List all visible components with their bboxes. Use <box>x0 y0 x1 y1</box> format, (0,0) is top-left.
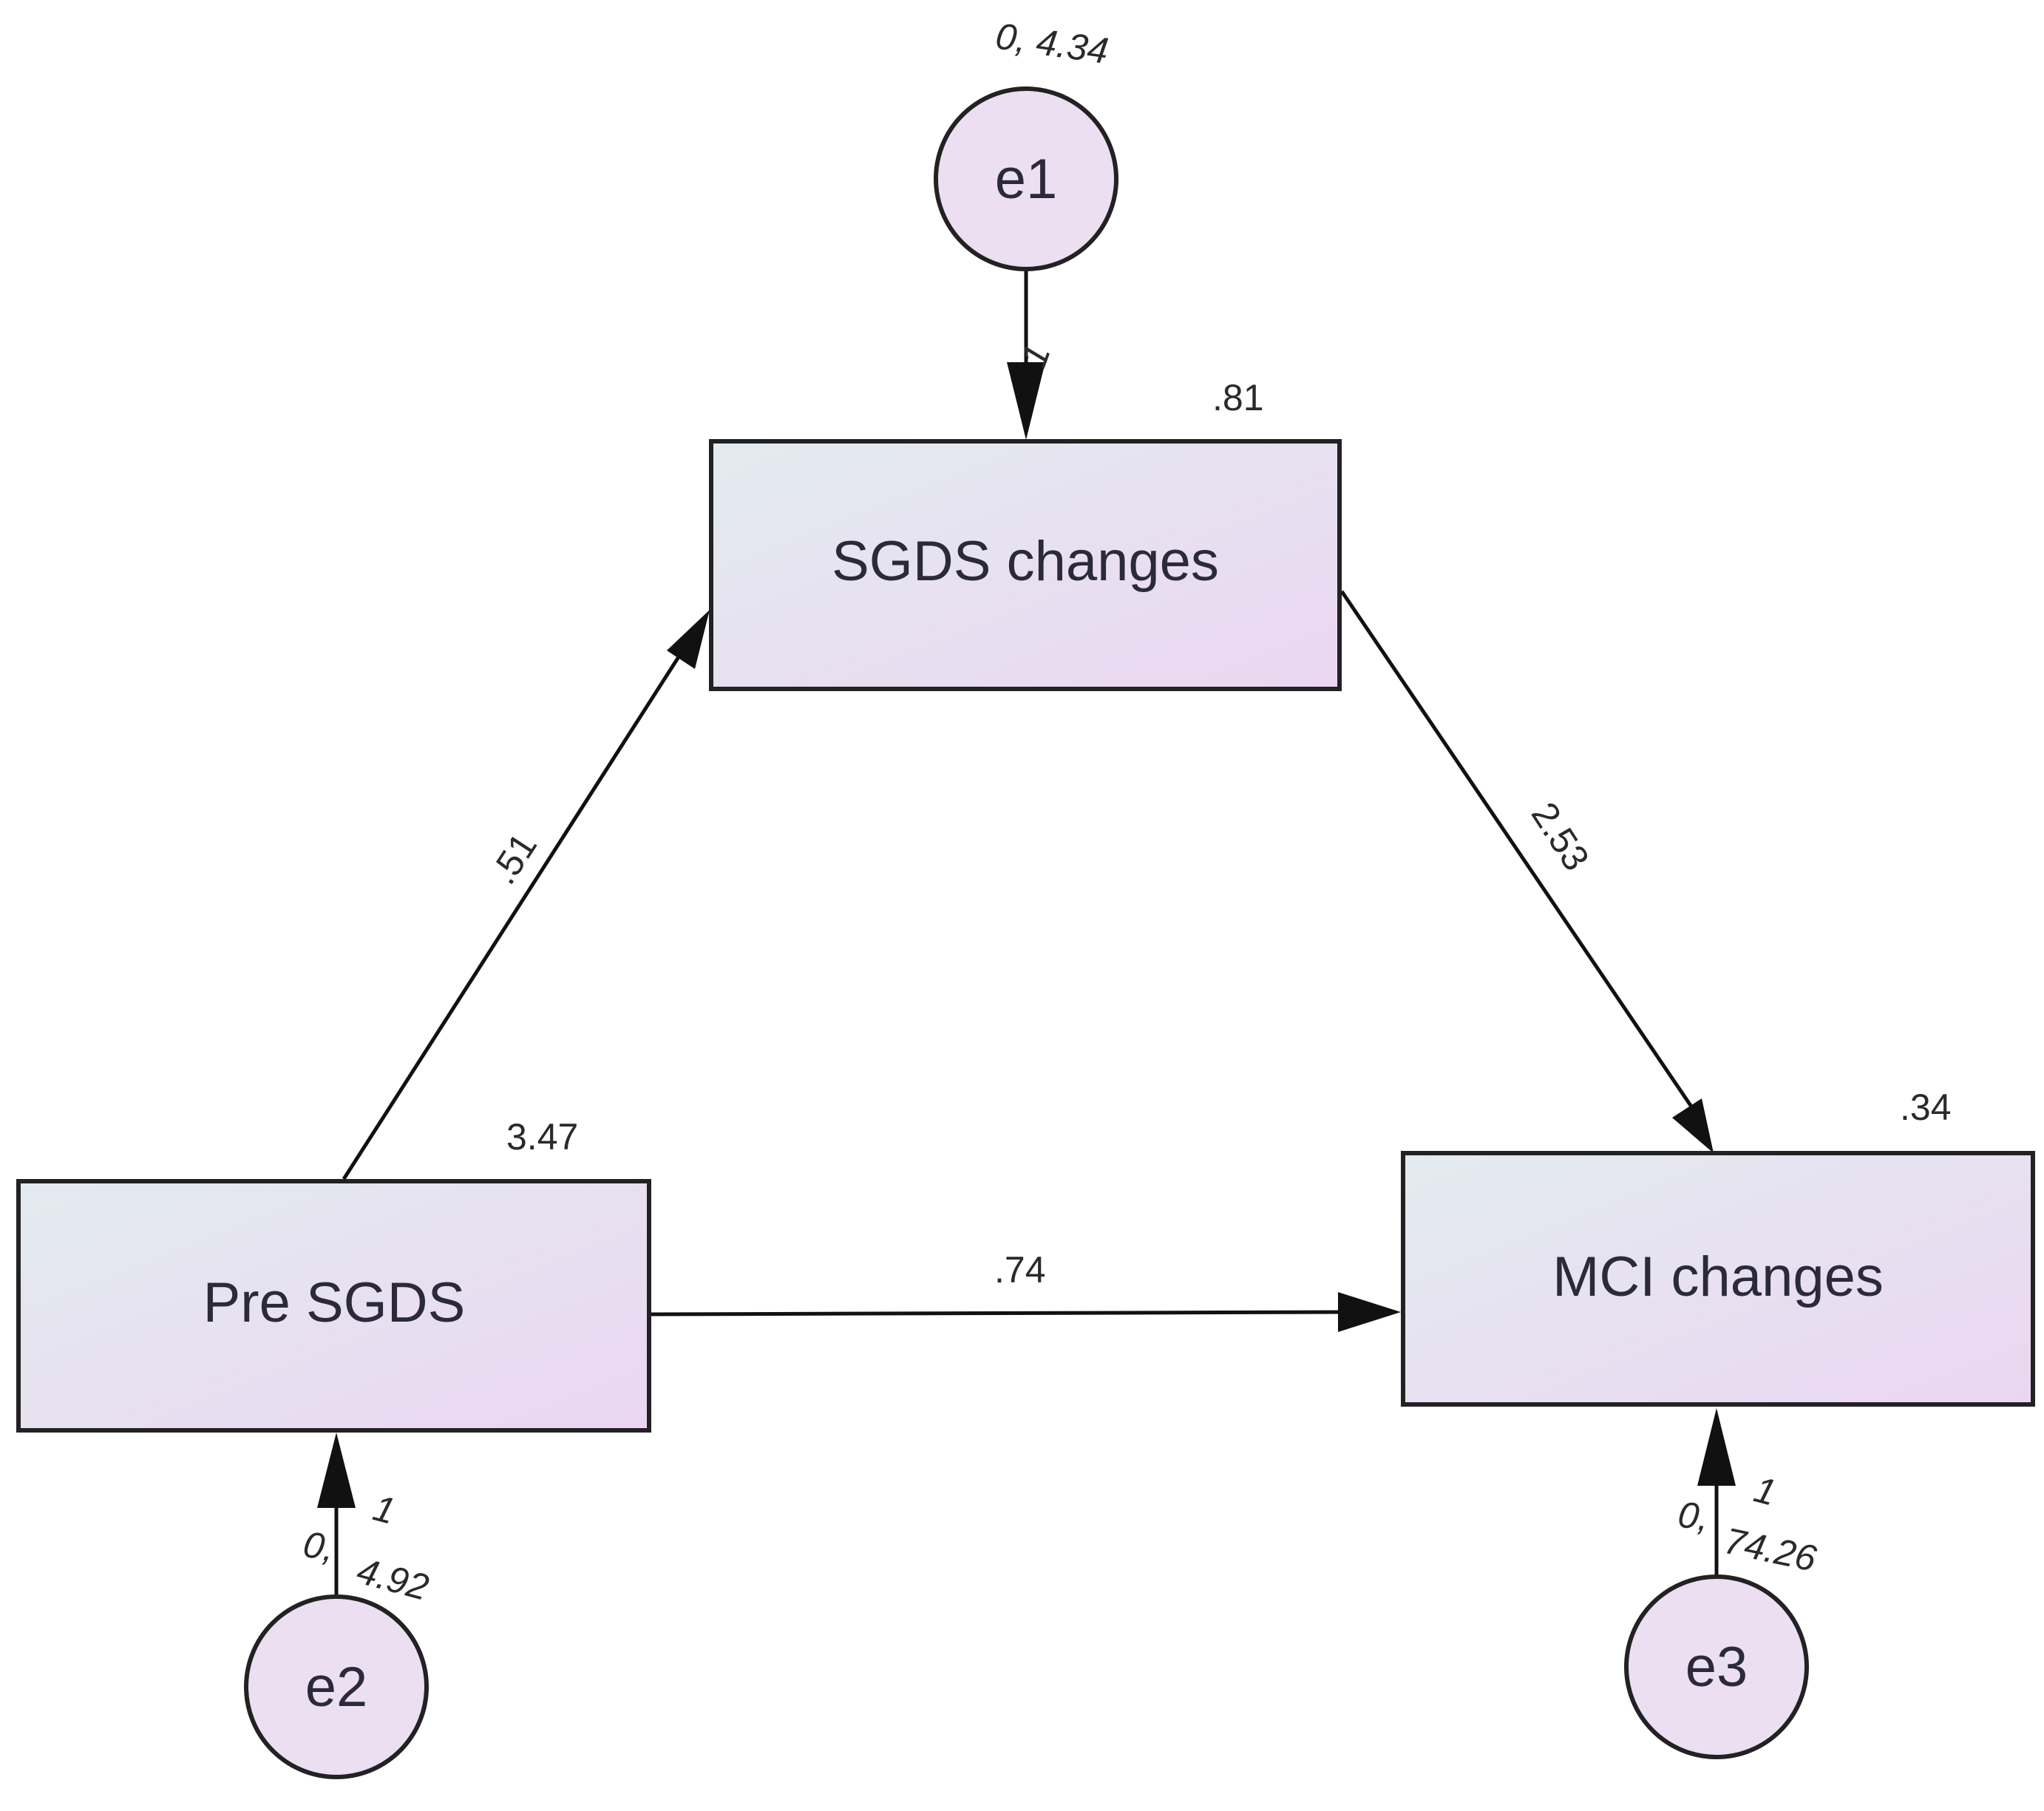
observed-variables: SGDS changes Pre SGDS MCI changes <box>16 439 2035 1433</box>
label-pre-sgds: Pre SGDS <box>203 1271 466 1334</box>
e3-variance: 74.26 <box>1721 1520 1820 1580</box>
e3-weight: 1 <box>1750 1469 1780 1514</box>
arrowhead-pre-to-sgds <box>667 610 710 669</box>
path-pre-to-mci-changes <box>650 1310 1346 1316</box>
path-sgds-to-mci-changes <box>1340 590 1695 1110</box>
box-mci-changes <box>1401 1151 2035 1407</box>
error-terms: e1 e2 e3 <box>244 86 1809 1779</box>
label-e3: e3 <box>1685 1636 1748 1699</box>
circle-e3 <box>1624 1574 1809 1759</box>
box-sgds-changes <box>709 439 1342 691</box>
box-pre-sgds <box>16 1179 651 1433</box>
sgds-to-mci-estimate: 2.53 <box>1524 795 1597 877</box>
mci-changes-value: .34 <box>1900 1087 1952 1128</box>
paths <box>317 270 1736 1597</box>
pre-sgds-value: 3.47 <box>506 1116 578 1158</box>
arrowhead-e1 <box>1007 362 1045 440</box>
circle-e2 <box>244 1594 429 1779</box>
e2-weight: 1 <box>369 1487 399 1532</box>
pre-to-mci-estimate: .74 <box>994 1249 1046 1291</box>
label-sgds-changes: SGDS changes <box>832 530 1219 593</box>
path-pre-to-sgds-changes <box>342 642 690 1180</box>
label-e1: e1 <box>995 148 1058 211</box>
label-e2: e2 <box>305 1656 368 1719</box>
label-mci-changes: MCI changes <box>1552 1246 1884 1308</box>
e3-mean: 0, <box>1675 1493 1711 1538</box>
arrowhead-e3 <box>1697 1408 1736 1486</box>
arrowhead-e2 <box>317 1433 356 1508</box>
arrowhead-sgds-to-mci <box>1672 1098 1714 1153</box>
arrowhead-pre-to-mci <box>1338 1292 1401 1332</box>
circle-e1 <box>934 86 1118 271</box>
sgds-changes-value: .81 <box>1212 377 1264 418</box>
e2-mean: 0, <box>300 1523 338 1569</box>
e1-params: 0, 4.34 <box>993 15 1110 72</box>
